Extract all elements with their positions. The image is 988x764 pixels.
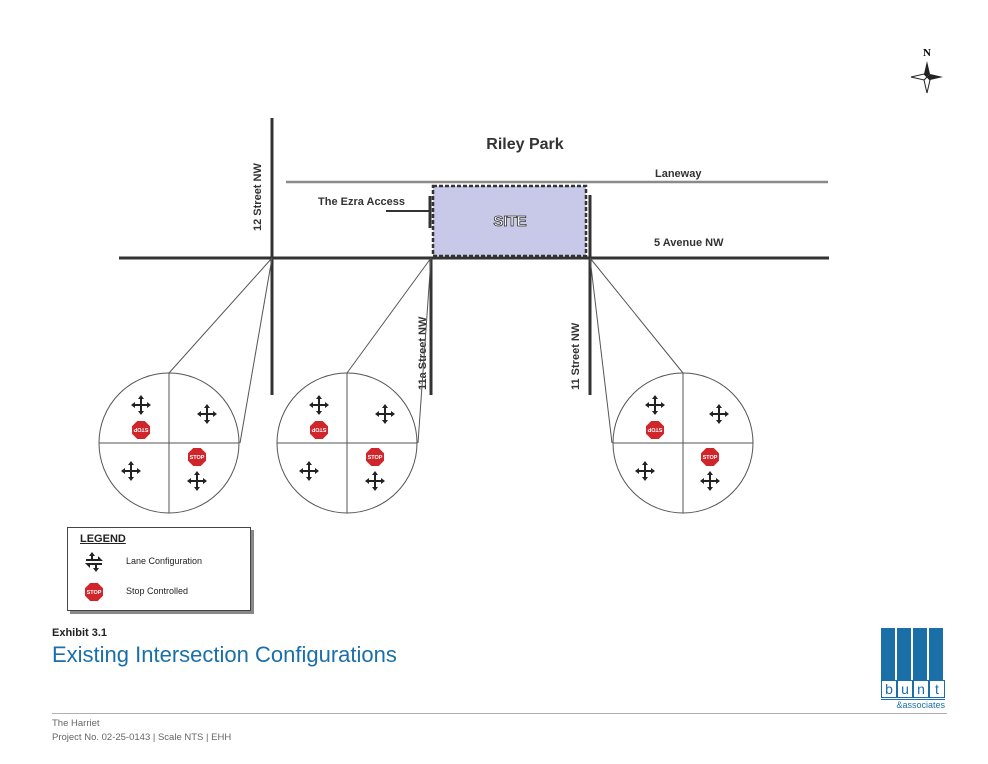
street-12-label: 12 Street NW xyxy=(252,163,264,231)
logo-letter: u xyxy=(897,680,913,698)
callout-leaders xyxy=(168,257,684,444)
access-label: The Ezra Access xyxy=(318,196,405,208)
logo-bar xyxy=(929,628,943,680)
stop-sign-icon xyxy=(187,447,207,467)
stop-sign-icon: STOP xyxy=(84,582,104,602)
legend-box: LEGEND Lane Configuration STOP Stop Cont… xyxy=(67,527,251,611)
stop-sign-text: STOP xyxy=(87,590,102,596)
lane-arrows-icon xyxy=(85,552,103,572)
bunt-associates-logo: b u n t &associates xyxy=(881,628,945,710)
footer-divider xyxy=(52,713,947,714)
intersection-detail-11a-street xyxy=(276,372,418,514)
logo-letter: n xyxy=(913,680,929,698)
legend-item-label: Lane Configuration xyxy=(126,556,203,566)
stop-sign-icon xyxy=(700,447,720,467)
north-label: N xyxy=(923,47,931,59)
logo-tagline: &associates xyxy=(881,699,945,710)
logo-letter: b xyxy=(881,680,897,698)
stop-sign-icon xyxy=(131,420,151,440)
street-11-label: 11 Street NW xyxy=(570,322,582,390)
exhibit-title: Existing Intersection Configurations xyxy=(52,642,397,667)
legend-item-stop-controlled: STOP Stop Controlled xyxy=(68,580,250,604)
site-parcel xyxy=(431,184,588,258)
intersection-detail-12-street xyxy=(98,372,240,514)
footer-project-name: The Harriet xyxy=(52,718,100,729)
intersection-detail-11-street xyxy=(612,372,754,514)
logo-bar xyxy=(913,628,927,680)
legend-title: LEGEND xyxy=(80,533,126,545)
legend-item-lane-configuration: Lane Configuration xyxy=(68,550,250,574)
riley-park-label: Riley Park xyxy=(486,136,563,153)
site-label: SITE xyxy=(493,213,526,230)
legend-item-label: Stop Controlled xyxy=(126,586,189,596)
logo-letter: t xyxy=(929,680,945,698)
stop-sign-icon xyxy=(309,420,329,440)
avenue-label: 5 Avenue NW xyxy=(654,237,724,249)
laneway-label: Laneway xyxy=(655,168,702,180)
stop-sign-icon xyxy=(645,420,665,440)
footer-project-meta: Project No. 02-25-0143 | Scale NTS | EHH xyxy=(52,732,232,743)
logo-bar xyxy=(897,628,911,680)
logo-wordmark: b u n t xyxy=(881,680,945,698)
stop-sign-icon xyxy=(365,447,385,467)
exhibit-number: Exhibit 3.1 xyxy=(52,627,108,639)
north-compass-icon: N xyxy=(910,47,943,94)
logo-bar xyxy=(881,628,895,680)
